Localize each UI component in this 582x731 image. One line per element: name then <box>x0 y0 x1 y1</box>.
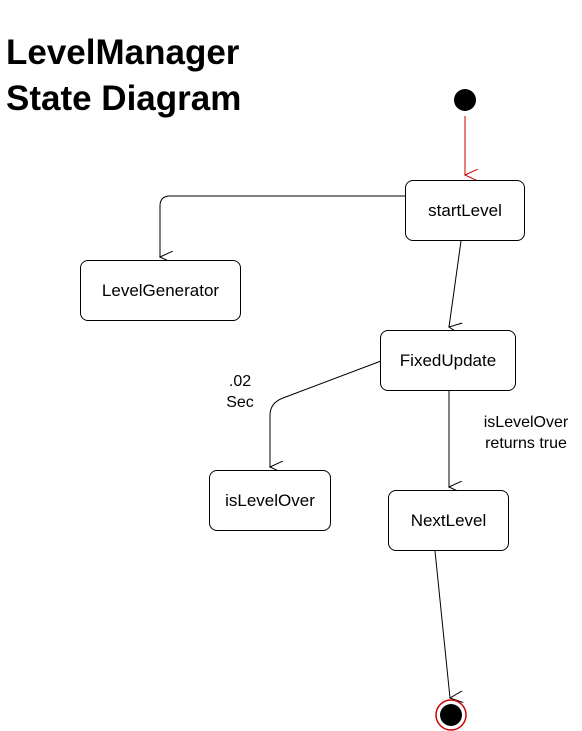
state-next-level-label: NextLevel <box>410 510 487 530</box>
state-level-generator-label: LevelGenerator <box>101 280 220 300</box>
state-start-level-label: startLevel <box>428 200 502 220</box>
state-is-level-over-label: isLevelOver <box>225 490 315 510</box>
final-node-core <box>440 704 462 726</box>
title-line-2: State Diagram <box>6 79 242 118</box>
state-fixed-update: FixedUpdate <box>380 330 516 391</box>
state-level-generator: LevelGenerator <box>80 260 241 321</box>
guard-label: isLevelOver returns true <box>470 412 582 454</box>
timer-label-line-1: .02 <box>228 373 252 390</box>
timer-label-line-2: Sec <box>226 394 254 411</box>
timer-label: .02 Sec <box>212 371 268 413</box>
transition-startlevel-to-fixedupdate <box>449 240 461 327</box>
transition-nextlevel-to-final <box>434 550 450 698</box>
state-start-level: startLevel <box>405 180 525 241</box>
guard-label-line-2: returns true <box>485 435 567 452</box>
state-next-level: NextLevel <box>388 490 509 551</box>
title-line-1: LevelManager <box>6 33 240 72</box>
transition-fixedupdate-to-islevelover <box>270 360 382 467</box>
initial-node <box>454 89 476 111</box>
transition-startlevel-to-levelgenerator <box>160 195 405 257</box>
diagram-title: LevelManager State Diagram <box>6 30 241 122</box>
state-fixed-update-label: FixedUpdate <box>399 350 497 370</box>
state-is-level-over: isLevelOver <box>209 470 331 531</box>
guard-label-line-1: isLevelOver <box>483 414 569 431</box>
